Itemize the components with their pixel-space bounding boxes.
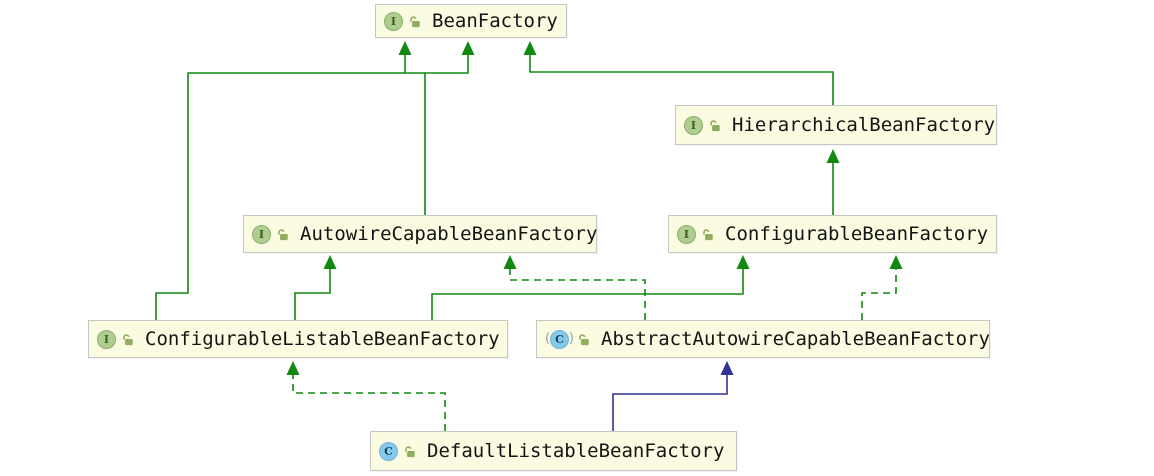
arrowhead (720, 361, 734, 375)
interface-icon: I (384, 11, 403, 31)
arrowhead (736, 255, 750, 269)
edge-abstractautowire-to-autowirecapable (503, 255, 646, 320)
interface-icon: I (252, 224, 271, 244)
arrowhead (889, 255, 903, 269)
edge-abstractautowire-to-configurable (861, 255, 903, 320)
public-lock-icon (708, 119, 721, 132)
public-lock-icon (403, 445, 416, 458)
node-label: ConfigurableListableBeanFactory (145, 328, 500, 350)
node-defaultlistablebeanfactory[interactable]: C DefaultListableBeanFactory (370, 431, 737, 471)
public-lock-icon (701, 228, 714, 241)
edge-hierarchical-to-beanfactory (523, 41, 834, 105)
edge-configurablelistable-to-beanfactory (155, 41, 425, 320)
arrowhead (826, 149, 840, 163)
interface-icon: I (97, 329, 116, 349)
edge-defaultlistable-to-abstractautowire (612, 361, 734, 431)
public-lock-icon (276, 228, 289, 241)
arrowhead (286, 361, 300, 375)
node-label: ConfigurableBeanFactory (725, 223, 989, 245)
edge-autowirecapable-to-beanfactory (424, 41, 475, 215)
node-label: BeanFactory (432, 10, 558, 32)
arrowhead (398, 41, 412, 55)
class-icon: C (379, 441, 398, 461)
edge-configurablelistable-to-configurable (431, 255, 750, 320)
node-configurablelistablebeanfactory[interactable]: I ConfigurableListableBeanFactory (88, 320, 508, 358)
node-label: AbstractAutowireCapableBeanFactory (601, 328, 990, 350)
node-abstractautowirecapablebeanfactory[interactable]: C AbstractAutowireCapableBeanFactory (536, 320, 990, 358)
arrowhead (323, 255, 337, 269)
interface-icon: I (677, 224, 696, 244)
node-label: AutowireCapableBeanFactory (300, 223, 598, 245)
public-lock-icon (121, 333, 134, 346)
edge-configurablelistable-to-autowirecapable (294, 255, 337, 320)
interface-icon: I (684, 115, 703, 135)
node-label: DefaultListableBeanFactory (427, 440, 725, 462)
public-lock-icon (408, 15, 421, 28)
node-beanfactory[interactable]: I BeanFactory (375, 4, 567, 38)
node-configurablebeanfactory[interactable]: I ConfigurableBeanFactory (668, 215, 997, 253)
edge-configurable-to-hierarchical (826, 149, 840, 215)
arrowhead (461, 41, 475, 55)
public-lock-icon (577, 333, 590, 346)
node-hierarchicalbeanfactory[interactable]: I HierarchicalBeanFactory (675, 105, 997, 145)
arrowhead (503, 255, 517, 269)
edge-defaultlistable-to-configurablelistable (286, 361, 446, 431)
node-autowirecapablebeanfactory[interactable]: I AutowireCapableBeanFactory (243, 215, 597, 253)
abstract-class-icon: C (545, 329, 574, 349)
node-label: HierarchicalBeanFactory (732, 114, 996, 136)
arrowhead (523, 41, 537, 55)
